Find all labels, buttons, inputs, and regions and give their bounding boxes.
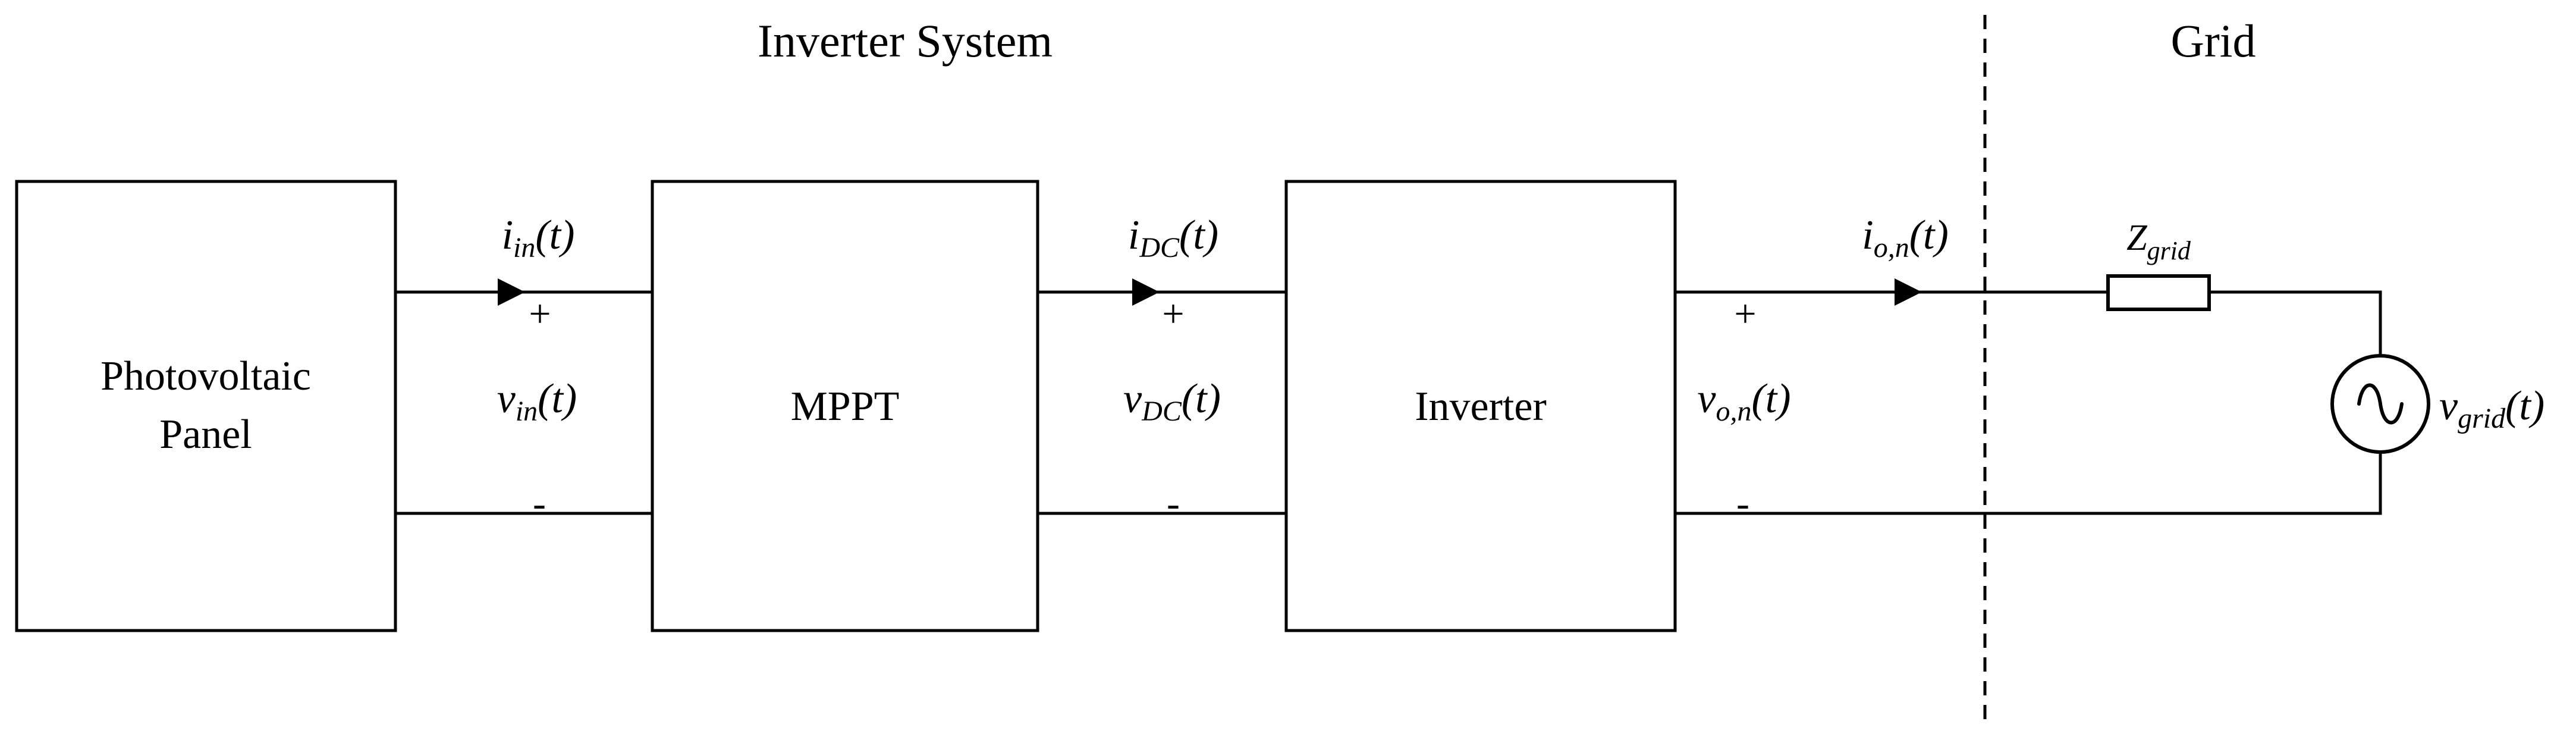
current-sub: in [513, 232, 535, 264]
source-sub: grid [2458, 403, 2506, 434]
port-labels-dc: iDC(t) + vDC(t) - [1123, 212, 1221, 525]
grid-impedance: Zgrid [2106, 218, 2211, 311]
pv-panel-label-line1: Photovoltaic [100, 353, 311, 399]
current-main: i [1128, 212, 1139, 258]
voltage-main: v [1123, 376, 1142, 422]
inverter-label: Inverter [1415, 384, 1547, 429]
current-arrow-icon-in [498, 278, 525, 306]
sine-wave-icon [2357, 383, 2404, 425]
port-labels-in: iin(t) + vin(t) - [497, 212, 577, 525]
minus-sign-dc: - [1167, 482, 1180, 525]
current-sub: o,n [1874, 232, 1909, 264]
current-tail: (t) [535, 212, 574, 258]
minus-sign-on: - [1736, 482, 1749, 525]
impedance-label: Zgrid [2126, 218, 2191, 265]
voltage-tail: (t) [538, 376, 577, 422]
mppt-label: MPPT [791, 384, 900, 429]
voltage-sub: in [516, 396, 538, 427]
grid-title: Grid [2171, 15, 2256, 67]
voltage-tail: (t) [1182, 376, 1221, 422]
voltage-sub: DC [1141, 396, 1182, 427]
mppt-block: MPPT [651, 180, 1039, 632]
mppt-box [651, 180, 1039, 632]
voltage-main: v [1697, 376, 1716, 422]
wire-bottom-inverter-to-source [1675, 452, 2382, 515]
voltage-label-dc: vDC(t) [1123, 376, 1221, 427]
pv-panel-block: Photovoltaic Panel [15, 180, 397, 632]
grid-voltage-source: vgrid(t) [2330, 354, 2544, 454]
voltage-sub: o,n [1716, 396, 1752, 427]
pv-panel-box [15, 180, 397, 632]
current-tail: (t) [1909, 212, 1949, 258]
voltage-tail: (t) [1752, 376, 1791, 422]
voltage-main: v [497, 376, 516, 422]
current-label-on: io,n(t) [1862, 212, 1949, 264]
plus-sign-in: + [529, 292, 551, 335]
wire-top-inverter-to-source [1675, 290, 2382, 356]
source-tail: (t) [2505, 383, 2544, 429]
impedance-sub: grid [2147, 236, 2191, 265]
impedance-main: Z [2126, 218, 2147, 258]
minus-sign-in: - [533, 482, 546, 525]
inverter-block: Inverter [1284, 180, 1677, 632]
current-arrow-icon-dc [1132, 278, 1160, 306]
plus-sign-dc: + [1162, 292, 1184, 335]
pv-panel-label-line2: Panel [159, 412, 252, 457]
current-label-dc: iDC(t) [1128, 212, 1218, 264]
current-arrow-icon-on [1895, 278, 1922, 306]
voltage-label-on: vo,n(t) [1697, 376, 1790, 427]
current-main: i [502, 212, 513, 258]
inverter-system-title: Inverter System [758, 15, 1053, 67]
grid-voltage-label: vgrid(t) [2439, 383, 2544, 434]
current-label-in: iin(t) [502, 212, 575, 264]
plus-sign-on: + [1734, 292, 1756, 335]
current-tail: (t) [1179, 212, 1218, 258]
current-sub: DC [1139, 232, 1180, 264]
inverter-box [1284, 180, 1677, 632]
port-labels-on: io,n(t) + vo,n(t) - [1697, 212, 1948, 525]
current-main: i [1862, 212, 1873, 258]
voltage-label-in: vin(t) [497, 376, 577, 427]
impedance-resistor-icon [2106, 274, 2211, 311]
source-main: v [2439, 383, 2458, 429]
